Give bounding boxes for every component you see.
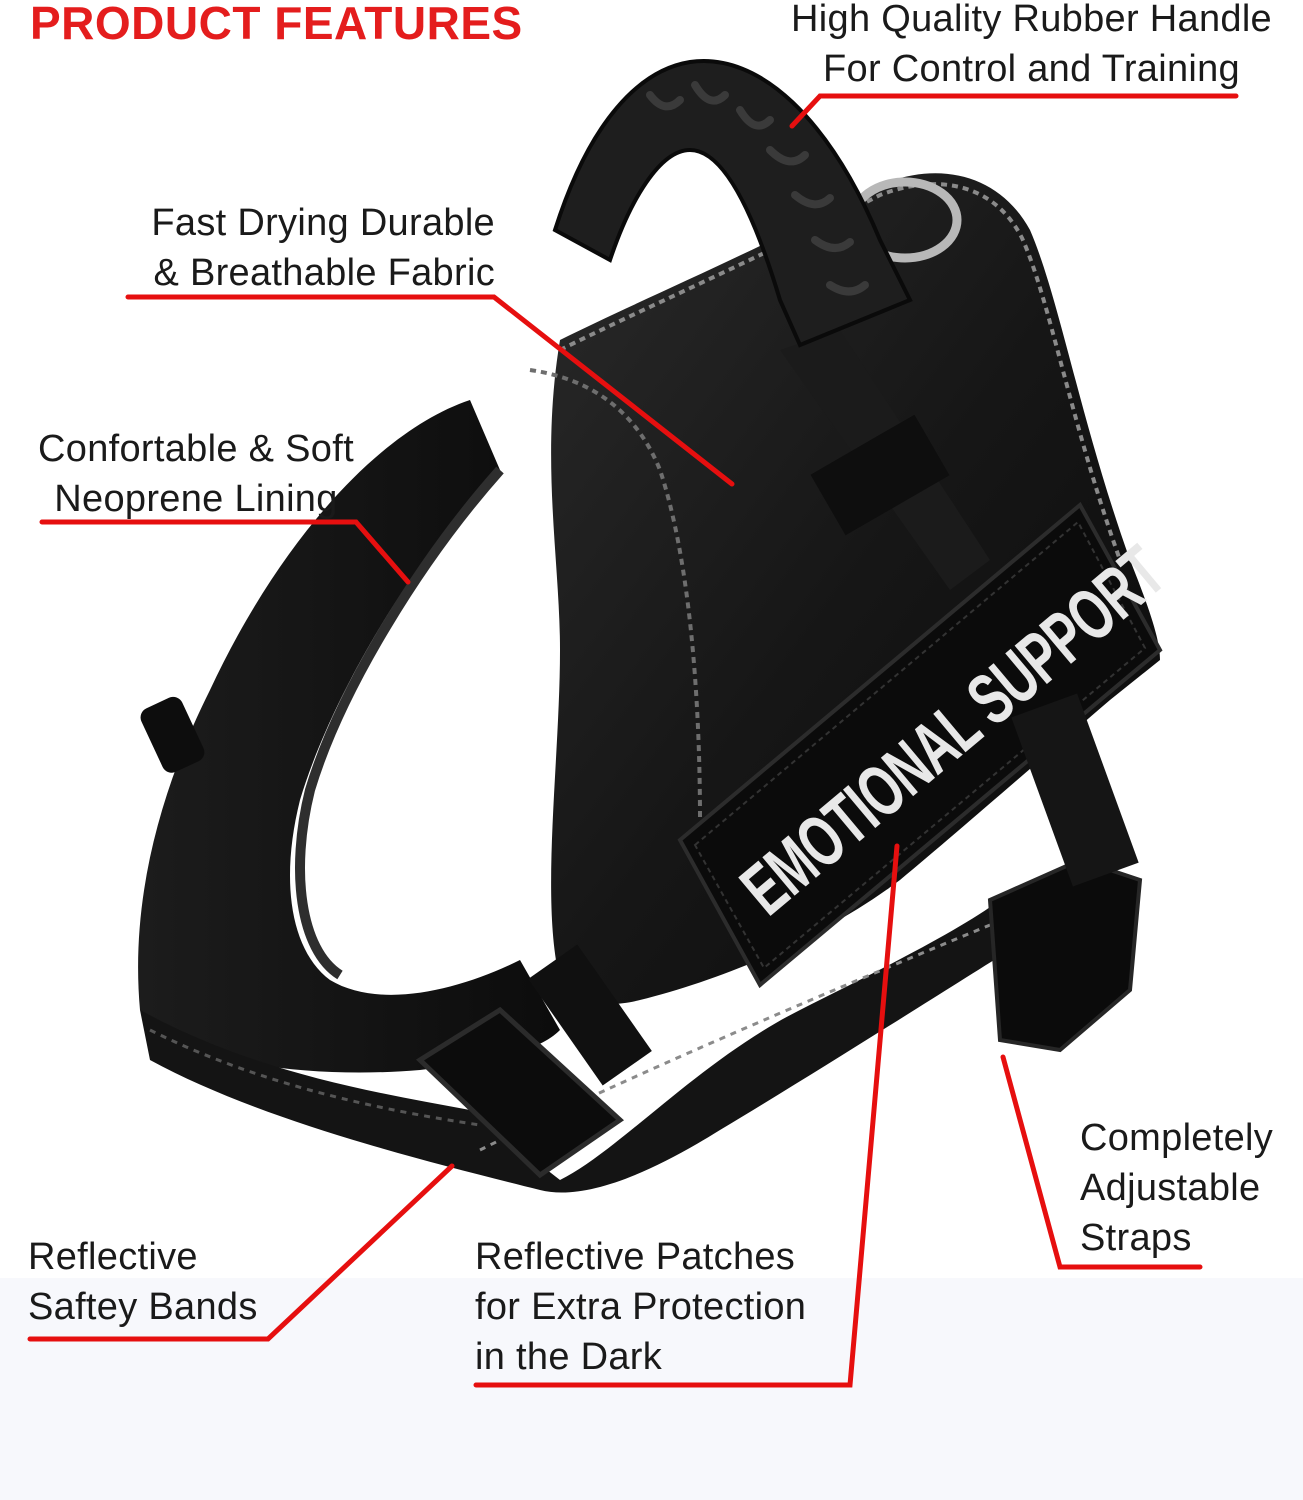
side-buckle-left bbox=[140, 696, 205, 773]
feature-reflective-patches: Reflective Patches for Extra Protection … bbox=[475, 1232, 806, 1382]
feature-line: Saftey Bands bbox=[28, 1286, 258, 1328]
feature-line: Confortable & Soft bbox=[38, 428, 354, 470]
chest-strap-stitch bbox=[479, 923, 991, 1152]
feature-line: Adjustable bbox=[1080, 1167, 1261, 1209]
callout-line-straps bbox=[1000, 1054, 1203, 1270]
page-title: PRODUCT FEATURES bbox=[30, 0, 523, 49]
feature-fabric: Fast Drying Durable & Breathable Fabric bbox=[127, 198, 495, 298]
callout-line-bands bbox=[27, 1163, 455, 1342]
reflective-stitch-mid bbox=[529, 368, 702, 821]
callout-lines bbox=[27, 93, 1239, 1388]
handle-strap-slot bbox=[810, 414, 950, 536]
feature-line: Reflective Patches bbox=[475, 1236, 796, 1278]
reflective-stitch-top bbox=[559, 182, 1122, 561]
feature-line: Fast Drying Durable bbox=[151, 202, 495, 244]
chest-strap-stitch-2 bbox=[149, 1028, 481, 1127]
feature-line: For Control and Training bbox=[823, 48, 1240, 90]
feature-adjustable-straps: Completely Adjustable Straps bbox=[1080, 1113, 1273, 1263]
feature-line: & Breathable Fabric bbox=[153, 252, 495, 294]
side-strap bbox=[1011, 693, 1139, 887]
feature-line: High Quality Rubber Handle bbox=[791, 0, 1272, 40]
callout-line-handle bbox=[789, 93, 1239, 129]
strap-keeper bbox=[528, 944, 652, 1086]
chest-strap bbox=[140, 900, 1010, 1193]
main-body-panel bbox=[551, 173, 1160, 1004]
callout-line-patches bbox=[473, 843, 900, 1388]
neck-loop-lining bbox=[138, 400, 560, 1073]
velcro-patch-stitch bbox=[693, 520, 1147, 970]
feature-line: Completely bbox=[1080, 1117, 1274, 1159]
feature-line: in the Dark bbox=[475, 1336, 663, 1378]
feature-rubber-handle: High Quality Rubber Handle For Control a… bbox=[791, 0, 1272, 94]
floor-background bbox=[0, 1278, 1303, 1500]
feature-lining: Confortable & Soft Neoprene Lining bbox=[26, 424, 366, 524]
handle-grip-ridges bbox=[646, 81, 869, 296]
slider-buckle bbox=[415, 1006, 625, 1179]
rubber-handle bbox=[552, 59, 913, 348]
feature-safety-bands: Reflective Saftey Bands bbox=[28, 1232, 258, 1332]
callout-line-fabric bbox=[125, 294, 735, 487]
feature-line: for Extra Protection bbox=[475, 1286, 807, 1328]
callout-line-lining bbox=[39, 519, 411, 585]
side-release-buckle bbox=[987, 857, 1143, 1053]
lining-mesh-edge bbox=[295, 466, 504, 980]
feature-line: Straps bbox=[1080, 1217, 1192, 1259]
feature-line: Reflective bbox=[28, 1236, 198, 1278]
velcro-patch bbox=[677, 501, 1163, 989]
feature-line: Neoprene Lining bbox=[54, 478, 338, 520]
